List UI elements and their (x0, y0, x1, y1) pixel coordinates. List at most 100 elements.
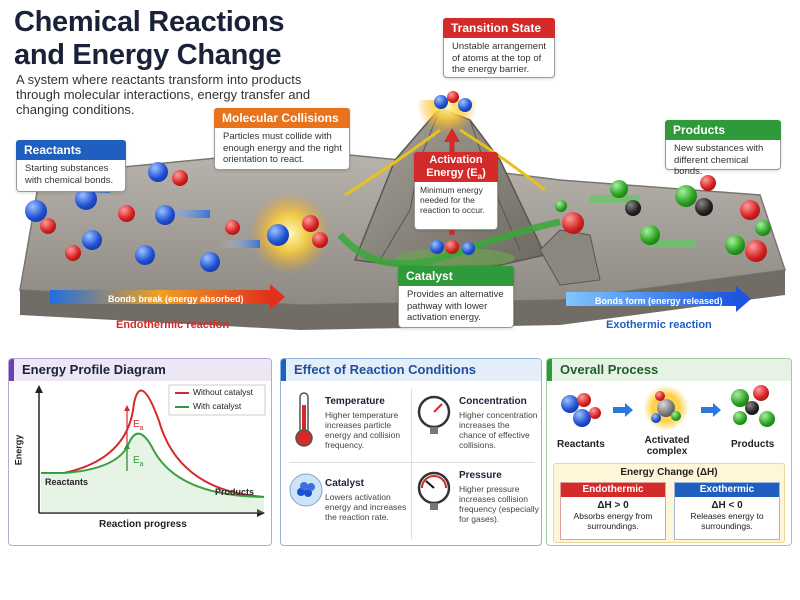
products-callout-text: New substances with different chemical b… (674, 143, 764, 177)
pressure-gauge-icon (417, 471, 451, 510)
thermometer-icon (295, 392, 313, 447)
energy-change-box: Energy Change (ΔH) Endothermic ΔH > 0 Ab… (553, 463, 785, 543)
catalyst-icon (289, 473, 323, 507)
reactants-callout-title: Reactants (16, 140, 126, 160)
reactant-molecule-atom (172, 170, 188, 186)
energy-change-title: Energy Change (ΔH) (620, 467, 718, 478)
emerging-product-atom (562, 212, 584, 234)
activated-complex-atom (657, 399, 675, 417)
endothermic-card-eq: ΔH > 0 (597, 500, 629, 511)
overall-reactant-atom (577, 393, 591, 407)
product-molecule-atom (700, 175, 716, 191)
reactant-molecule-atom (148, 162, 168, 182)
product-molecule-atom (695, 198, 713, 216)
endothermic-card: Endothermic ΔH > 0 Absorbs energy from s… (560, 482, 666, 540)
bonds-break-label: Bonds break (energy absorbed) (108, 294, 244, 304)
transition-molecule-atom (434, 95, 448, 109)
overall-arrow-icon (613, 403, 633, 417)
activation-energy-callout: Activation Energy (Ea) Minimum energy ne… (414, 152, 498, 230)
transition-molecule-atom (458, 98, 472, 112)
condition-temperature-name: Temperature (325, 396, 385, 407)
reactant-molecule-atom (225, 220, 240, 235)
endothermic-label: Endothermic reaction (116, 319, 230, 331)
catalyst-molecule-atom (462, 242, 475, 255)
overall-reactant-atom (561, 395, 579, 413)
activation-energy-title-line2: Energy (Ea) (414, 167, 498, 183)
overall-product-atom (731, 389, 749, 407)
transition-molecule-atom (447, 91, 459, 103)
product-molecule-atom (675, 185, 697, 207)
conditions-divider-h (289, 462, 535, 463)
reactant-molecule-atom (40, 218, 56, 234)
transition-state-callout-title: Transition State (443, 18, 555, 38)
reactant-molecule-atom (118, 205, 135, 222)
condition-catalyst-text: Lowers activation energy and increases t… (325, 492, 407, 522)
endothermic-card-text: Absorbs energy from surroundings. (573, 511, 653, 531)
reactant-molecule-atom (75, 188, 97, 210)
activation-energy-title-line1: Activation (429, 154, 483, 166)
catalyst-callout-text: Provides an alternative pathway with low… (407, 289, 504, 323)
ea-without-catalyst-label: Ea (133, 419, 144, 432)
colliding-molecule-atom (312, 232, 328, 248)
energy-profile-panel: Energy Profile Diagram Without catalyst … (8, 358, 272, 546)
transition-state-callout: Transition State Unstable arrangement of… (443, 18, 555, 78)
overall-process-title: Overall Process (547, 359, 791, 381)
condition-concentration-name: Concentration (459, 396, 527, 407)
profile-products-label: Products (215, 487, 255, 497)
title-line-2: and Energy Change (14, 39, 282, 71)
reactant-molecule-atom (135, 245, 155, 265)
colliding-molecule-atom (267, 224, 289, 246)
overall-reactants-label: Reactants (557, 439, 605, 450)
reactant-molecule-atom (200, 252, 220, 272)
bonds-form-label: Bonds form (energy released) (595, 296, 723, 306)
reactants-callout-text: Starting substances with chemical bonds. (25, 163, 114, 186)
reaction-progress-axis-label: Reaction progress (99, 519, 187, 530)
overall-products-label: Products (731, 439, 775, 450)
overall-product-atom (745, 401, 759, 415)
energy-profile-title: Energy Profile Diagram (9, 359, 271, 381)
exothermic-card-text: Releases energy to surroundings. (690, 511, 764, 531)
ea-with-catalyst-label: Ea (133, 455, 144, 468)
endothermic-card-title: Endothermic (561, 483, 665, 497)
activated-complex-atom (671, 411, 681, 421)
title-line-1: Chemical Reactions (14, 6, 285, 38)
overall-reactant-atom (589, 407, 601, 419)
overall-product-atom (753, 385, 769, 401)
ea-with-text: E (133, 455, 140, 466)
activation-energy-title-text: Energy (E (426, 167, 478, 179)
activated-line-2: complex (646, 446, 688, 457)
page-title: Chemical Reactions and Energy Change (14, 6, 285, 72)
collisions-callout: Molecular Collisions Particles must coll… (214, 108, 350, 170)
condition-catalyst-name: Catalyst (325, 478, 364, 489)
catalyst-callout: Catalyst Provides an alternative pathway… (398, 266, 514, 328)
reactant-molecule-atom (155, 205, 175, 225)
legend-with-catalyst: With catalyst (193, 401, 242, 411)
product-molecule-atom (755, 220, 771, 236)
reactant-molecule-atom (25, 200, 47, 222)
exothermic-card: Exothermic ΔH < 0 Releases energy to sur… (674, 482, 780, 540)
condition-pressure-text: Higher pressure increases collision freq… (459, 484, 539, 524)
ea-with-subscript: a (139, 461, 144, 468)
products-callout-title: Products (665, 120, 781, 140)
exothermic-card-eq: ΔH < 0 (711, 500, 743, 511)
product-molecule-atom (725, 235, 745, 255)
overall-reactant-atom (573, 409, 591, 427)
gauge-icon (417, 395, 451, 434)
products-callout: Products New substances with different c… (665, 120, 781, 177)
activation-energy-title: Activation Energy (Ea) (414, 152, 498, 182)
energy-profile-chart (35, 384, 266, 517)
reactant-molecule-atom (82, 230, 102, 250)
condition-pressure-name: Pressure (459, 470, 502, 481)
conditions-divider-v (411, 389, 412, 539)
overall-arrow-icon (701, 403, 721, 417)
collisions-callout-title: Molecular Collisions (214, 108, 350, 128)
transition-state-callout-text: Unstable arrangement of atoms at the top… (452, 41, 546, 75)
reactants-callout: Reactants Starting substances with chemi… (16, 140, 126, 192)
exothermic-label: Exothermic reaction (606, 319, 712, 331)
